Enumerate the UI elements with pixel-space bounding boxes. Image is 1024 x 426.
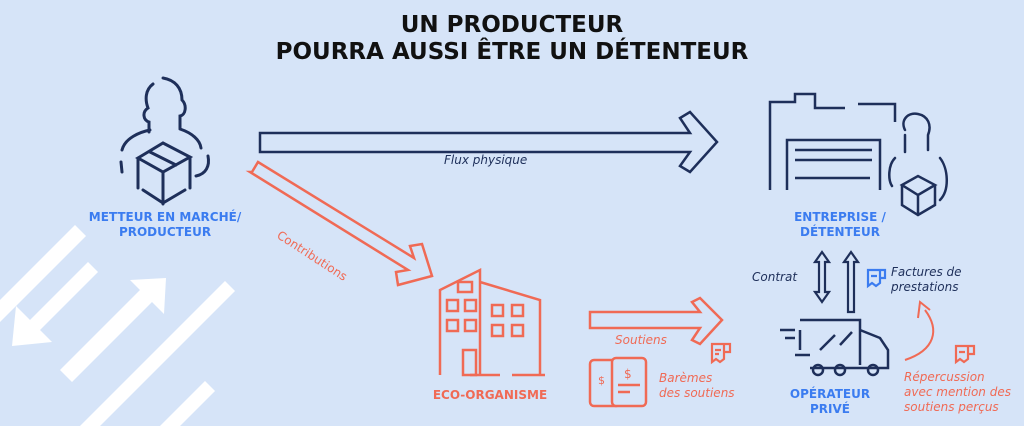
baremes-line2: des soutiens	[659, 386, 735, 400]
physical-flow-label: Flux physique	[444, 153, 528, 167]
producer-label: METTEUR EN MARCHÉ/PRODUCTEUR	[80, 210, 250, 240]
eco-organisme-label: ECO-ORGANISME	[432, 388, 548, 402]
soutiens-arrow	[588, 296, 724, 346]
producer-label-line1: METTEUR EN MARCHÉ/	[88, 210, 242, 224]
invoice-receipt-icon	[866, 268, 887, 289]
baremes-line1: Barèmes	[659, 371, 713, 385]
producer-label-line2: PRODUCTEUR	[118, 225, 212, 239]
producer-person-icon	[119, 76, 210, 206]
decorative-arrows-icon	[0, 225, 235, 426]
company-label-line1: ENTREPRISE /	[794, 210, 886, 224]
company-building-icon	[768, 92, 897, 190]
operator-label-line1: OPÉRATEUR	[789, 387, 871, 401]
receipt-icon	[954, 344, 976, 365]
repercussion-line2: avec mention des	[904, 385, 1011, 399]
physical-flow-arrow	[258, 110, 719, 174]
invoices-line1: Factures de	[891, 265, 962, 279]
title-line-1: UN PRODUCTEUR	[400, 12, 624, 38]
contract-label: Contrat	[752, 270, 798, 284]
eco-organisme-building-icon	[438, 267, 545, 377]
contract-arrows	[812, 250, 861, 314]
soutiens-label: Soutiens	[615, 333, 667, 347]
truck-icon	[780, 318, 890, 377]
contributions-arrow	[245, 160, 434, 287]
repercussion-curve-arrow	[904, 300, 935, 361]
receipt-icon	[710, 342, 732, 365]
title-line-2: POURRA AUSSI ÊTRE UN DÉTENTEUR	[275, 39, 749, 65]
invoices-line2: prestations	[891, 280, 959, 294]
company-person-icon	[888, 112, 948, 217]
company-label-line2: DÉTENTEUR	[800, 225, 880, 239]
company-label: ENTREPRISE /DÉTENTEUR	[780, 210, 900, 240]
svg-text:$: $	[624, 367, 632, 381]
repercussion-line3: soutiens perçus	[904, 400, 999, 414]
repercussion-line1: Répercussion	[904, 370, 985, 384]
operator-label-line2: PRIVÉ	[810, 402, 850, 416]
svg-text:$: $	[598, 374, 605, 387]
bareme-documents-icon: $ $	[588, 356, 648, 408]
